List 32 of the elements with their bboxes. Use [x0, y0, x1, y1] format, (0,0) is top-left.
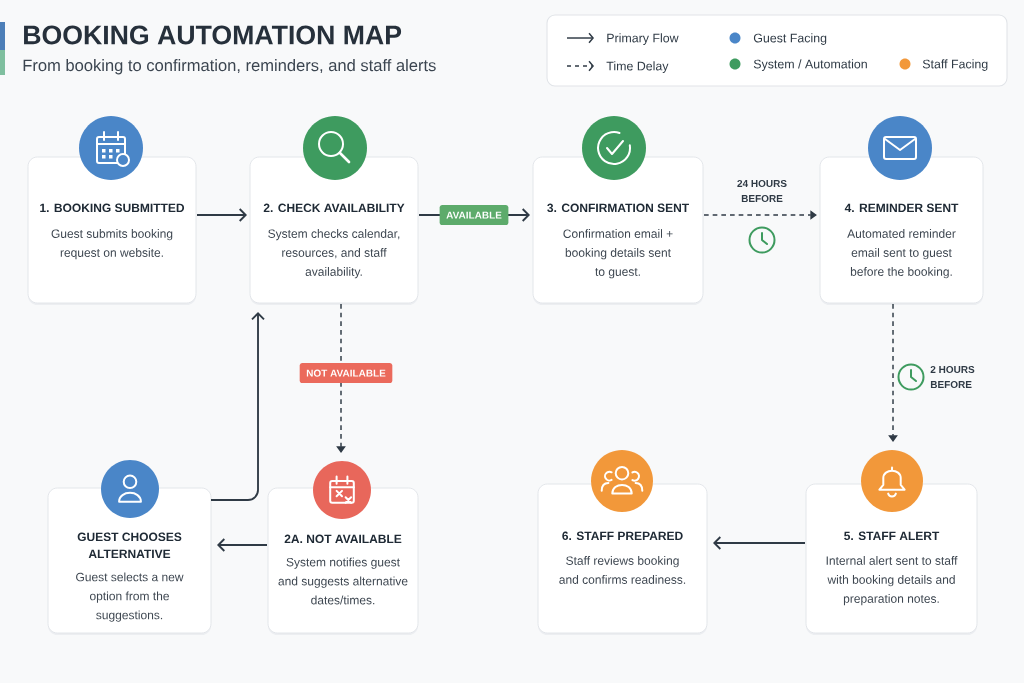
dashed-arrow: [336, 303, 346, 453]
step-description: Staff reviews booking and confirms readiness.: [559, 556, 686, 584]
step-title: 2. CHECK AVAILABILITY: [263, 203, 405, 213]
dashed-arrow: [888, 303, 898, 442]
step-title: 5. STAFF ALERT: [844, 531, 940, 541]
step-description: Guest submits booking request on website.: [51, 229, 173, 260]
step-title: GUEST CHOOSES ALTERNATIVE: [77, 532, 182, 558]
step-title: 4. REMINDER SENT: [844, 203, 959, 213]
edge-label: 24 HOURS BEFORE: [735, 177, 789, 205]
dashed-arrow: [703, 210, 817, 220]
step-title: 1. BOOKING SUBMITTED: [40, 203, 185, 213]
step-description: Internal alert sent to staff with booking details and preparation notes.: [826, 556, 958, 606]
step-description: Automated reminder email sent to guest before the booking.: [847, 229, 956, 279]
edge-label: 2 HOURS BEFORE: [928, 363, 977, 391]
legend-label: Staff Facing: [922, 59, 988, 71]
step-description: Guest selects a new option from the suggestions.: [76, 572, 184, 622]
legend-label: Primary Flow: [607, 33, 679, 45]
arrow: [217, 538, 268, 552]
arrow: [713, 536, 806, 550]
step-title: 2A. NOT AVAILABLE: [284, 534, 402, 544]
arrow: [196, 208, 247, 222]
subtitle: From booking to confirmation, reminders, and staff alerts: [23, 59, 436, 75]
step-description: System notifies guest and suggests alternative dates/times.: [278, 557, 408, 605]
step-title: 3. CONFIRMATION SENT: [547, 203, 689, 213]
step-title: 6. STAFF PREPARED: [562, 531, 683, 541]
step-description: Confirmation email + booking details sent to guest.: [563, 229, 673, 279]
legend-label: Guest Facing: [753, 33, 827, 45]
legend-label: Time Delay: [606, 61, 669, 73]
arrow: [210, 312, 265, 501]
step-description: System checks calendar, resources, and staff availability.: [268, 229, 400, 279]
legend-label: System / Automation: [753, 59, 867, 71]
title: BOOKING AUTOMATION MAP: [24, 25, 402, 45]
